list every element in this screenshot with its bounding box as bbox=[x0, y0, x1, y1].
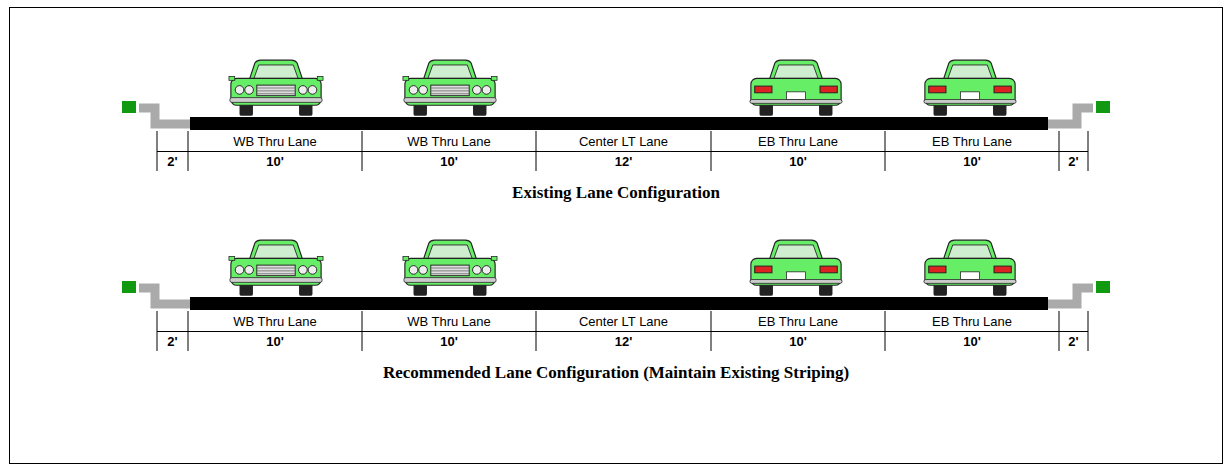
lane-name: EB Thru Lane bbox=[885, 131, 1059, 151]
dimension: 12' bbox=[536, 152, 711, 171]
lane-name: EB Thru Lane bbox=[885, 311, 1059, 331]
dimension: 10' bbox=[188, 152, 362, 171]
section-caption: Existing Lane Configuration bbox=[100, 180, 1132, 206]
dimension: 10' bbox=[885, 152, 1059, 171]
lane-name: Center LT Lane bbox=[536, 311, 711, 331]
recommended-section bbox=[122, 240, 1110, 351]
lane-name: EB Thru Lane bbox=[711, 131, 885, 151]
lane-name: EB Thru Lane bbox=[711, 311, 885, 331]
lane-name: WB Thru Lane bbox=[362, 131, 536, 151]
dimension: 2' bbox=[1059, 152, 1088, 171]
dimension: 2' bbox=[1059, 332, 1088, 351]
dimension: 10' bbox=[362, 332, 536, 351]
lane-name: WB Thru Lane bbox=[188, 311, 362, 331]
section-caption: Recommended Lane Configuration (Maintain… bbox=[100, 360, 1132, 386]
dimension: 10' bbox=[711, 152, 885, 171]
frame bbox=[10, 8, 1223, 464]
existing-section bbox=[122, 60, 1110, 171]
dimension: 2' bbox=[157, 332, 188, 351]
lane-name: WB Thru Lane bbox=[362, 311, 536, 331]
dimension: 10' bbox=[711, 332, 885, 351]
dimension: 10' bbox=[362, 152, 536, 171]
lane-name: Center LT Lane bbox=[536, 131, 711, 151]
dimension: 2' bbox=[157, 152, 188, 171]
dimension: 10' bbox=[188, 332, 362, 351]
dimension: 12' bbox=[536, 332, 711, 351]
dimension: 10' bbox=[885, 332, 1059, 351]
lane-name: WB Thru Lane bbox=[188, 131, 362, 151]
